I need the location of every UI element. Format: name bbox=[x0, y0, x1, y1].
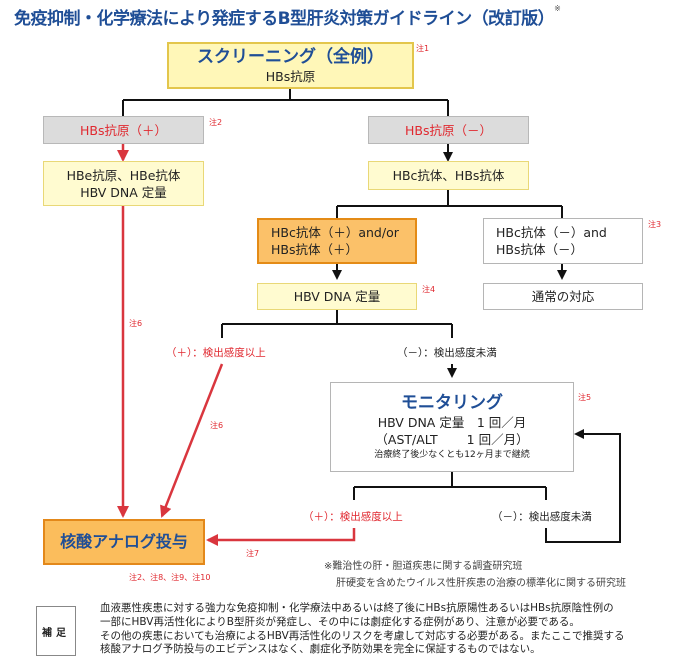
supplement-text: 血液悪性疾患に対する強力な免疫抑制・化学療法中あるいは終了後にHBs抗原陽性ある… bbox=[100, 602, 695, 657]
hbc-negative-line2: HBs抗体（－） bbox=[496, 242, 583, 257]
supplement-line-2: 一部にHBV再活性化によりB型肝炎が発症し、その中には劇症化する症例があり、注意… bbox=[100, 615, 580, 628]
supplement-line-3: その他の疾患においても治療によるHBV再活性化のリスクを考慮して対応する必要があ… bbox=[100, 629, 625, 642]
label-above-sensitivity-2: （＋）：検出感度以上 bbox=[303, 511, 403, 523]
node-hbe-tests: HBe抗原、HBe抗体 HBV DNA 定量 bbox=[43, 161, 204, 206]
node-hbc-negative: HBc抗体（－）and HBs抗体（－） bbox=[483, 218, 643, 264]
hbc-positive-line2: HBs抗体（＋） bbox=[271, 242, 358, 257]
note-5: 注5 bbox=[578, 393, 592, 402]
node-screening: スクリーニング（全例） HBs抗原 bbox=[167, 42, 414, 89]
label-above-sensitivity-1: （＋）：検出感度以上 bbox=[166, 347, 266, 359]
note-1: 注1 bbox=[416, 44, 430, 53]
note-3: 注3 bbox=[648, 220, 662, 229]
node-hbs-positive: HBs抗原（＋） bbox=[43, 116, 204, 144]
node-nucleic-analog: 核酸アナログ投与 bbox=[43, 519, 205, 565]
supplement-tag: 補足 bbox=[36, 606, 76, 656]
source-line-1: ※難治性の肝・胆道疾患に関する調査研究班 bbox=[324, 561, 523, 572]
node-hbc-positive: HBc抗体（＋）and/or HBs抗体（＋） bbox=[257, 218, 417, 264]
node-usual-care: 通常の対応 bbox=[483, 283, 643, 310]
title-mark: ※ bbox=[554, 4, 561, 13]
arrow-loop-back-to-monitoring bbox=[545, 429, 621, 543]
nucleic-analog-label: 核酸アナログ投与 bbox=[60, 532, 188, 551]
node-hbs-negative: HBs抗原（－） bbox=[368, 116, 529, 144]
screening-sub: HBs抗原 bbox=[265, 69, 316, 84]
node-monitoring: モニタリング HBV DNA 定量 1 回／月 （AST/ALT 1 回／月） … bbox=[330, 382, 574, 472]
note-6-middle: 注6 bbox=[210, 421, 224, 430]
note-6-left: 注6 bbox=[129, 319, 143, 328]
source-line-2: 肝硬変を含めたウイルス性肝疾患の治療の標準化に関する研究班 bbox=[336, 578, 626, 589]
note-7: 注7 bbox=[246, 549, 260, 558]
page-title: 免疫抑制・化学療法により発症するB型肝炎対策ガイドライン（改訂版）※ bbox=[14, 4, 561, 29]
note-4: 注4 bbox=[422, 285, 436, 294]
arrow-above1-to-nucleic bbox=[160, 363, 224, 518]
hbc-tests-label: HBc抗体、HBs抗体 bbox=[392, 168, 505, 183]
supplement-line-1: 血液悪性疾患に対する強力な免疫抑制・化学療法中あるいは終了後にHBs抗原陽性ある… bbox=[100, 602, 614, 614]
screening-title: スクリーニング（全例） bbox=[197, 47, 384, 67]
hbs-negative-label: HBs抗原（－） bbox=[405, 122, 492, 138]
node-hbv-dna: HBV DNA 定量 bbox=[257, 283, 417, 310]
label-below-sensitivity-2: （－）：検出感度未満 bbox=[492, 511, 592, 523]
monitoring-line1: HBV DNA 定量 1 回／月 bbox=[377, 415, 527, 430]
note-2: 注2 bbox=[209, 118, 223, 127]
hbe-tests-line2: HBV DNA 定量 bbox=[80, 184, 167, 200]
hbe-tests-line1: HBe抗原、HBe抗体 bbox=[66, 167, 181, 183]
usual-care-label: 通常の対応 bbox=[531, 289, 595, 304]
hbc-negative-line1: HBc抗体（－）and bbox=[496, 225, 607, 240]
monitoring-line3: 治療終了後少なくとも12ヶ月まで継続 bbox=[374, 450, 530, 460]
monitoring-title: モニタリング bbox=[401, 393, 503, 413]
hbc-positive-line1: HBc抗体（＋）and/or bbox=[271, 225, 399, 240]
note-nucleic: 注2、注8、注9、注10 bbox=[129, 573, 211, 582]
hbv-dna-label: HBV DNA 定量 bbox=[293, 289, 381, 304]
supplement-line-4: 核酸アナログ予防投与のエビデンスはなく、劇症化予防効果を完全に保証するものではな… bbox=[100, 643, 541, 656]
label-below-sensitivity-1: （－）：検出感度未満 bbox=[397, 347, 497, 359]
arrow-above2-to-nucleic bbox=[206, 528, 356, 546]
hbs-positive-label: HBs抗原（＋） bbox=[80, 122, 167, 138]
monitoring-line2: （AST/ALT 1 回／月） bbox=[375, 432, 529, 447]
node-hbc-tests: HBc抗体、HBs抗体 bbox=[368, 161, 529, 190]
